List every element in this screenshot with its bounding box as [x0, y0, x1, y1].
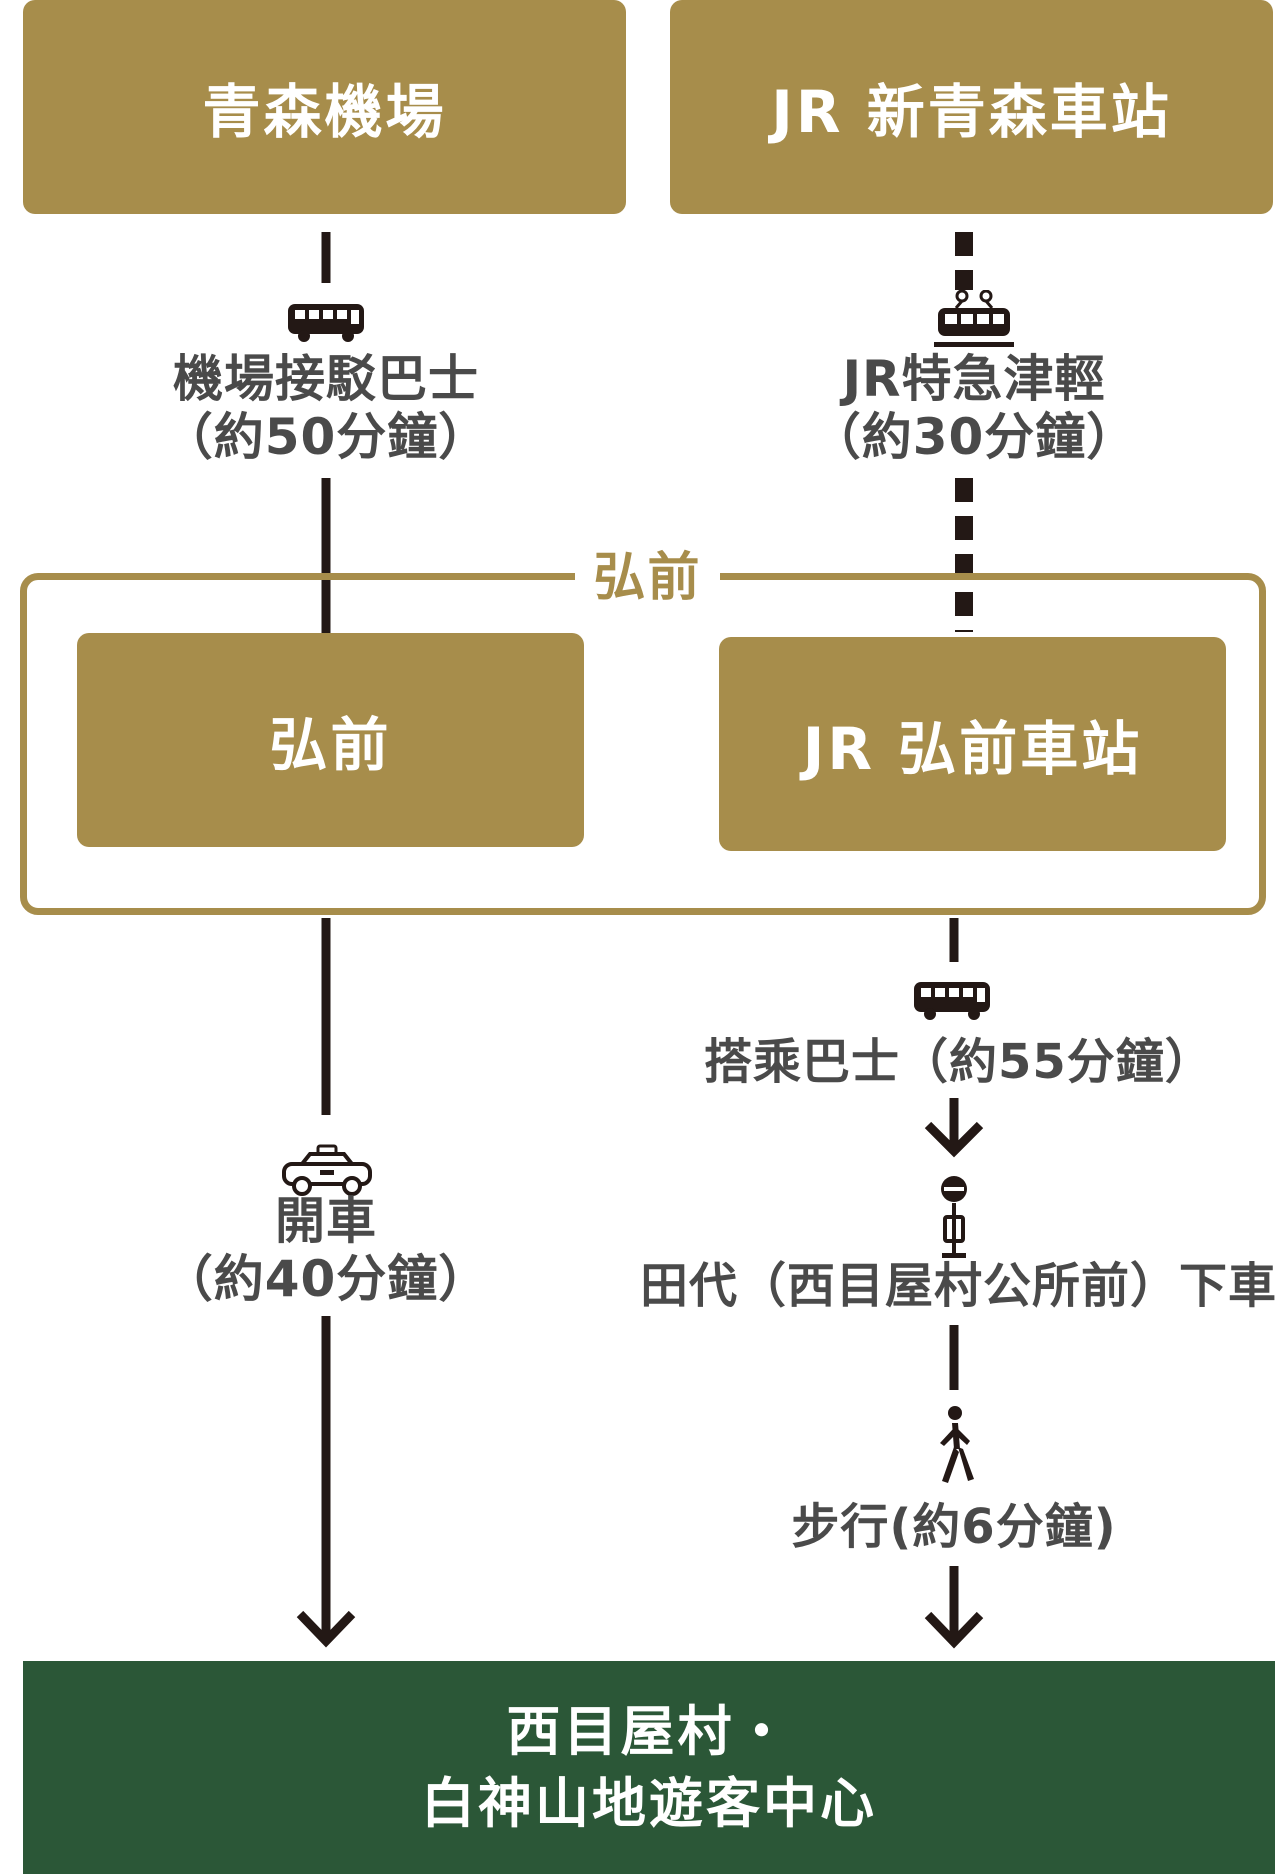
bus-stop-label: 田代（西目屋村公所前）下車 — [640, 1258, 1278, 1314]
hirosaki-area-label: 弘前 — [575, 544, 720, 608]
car-icon — [282, 1144, 372, 1196]
express-train-route: JR特急津輕 （約30分鐘） — [764, 350, 1184, 466]
bus-arrowhead — [924, 1121, 984, 1158]
express-train-mode: JR特急津輕 — [842, 350, 1106, 408]
bus-stop-icon — [941, 1176, 967, 1258]
origin-aomori-airport: 青森機場 — [23, 0, 626, 214]
destination-box: 西目屋村・ 白神山地遊客中心 — [23, 1661, 1275, 1874]
origin-aomori-airport-label: 青森機場 — [202, 78, 447, 146]
walk-arrowhead — [924, 1611, 984, 1649]
car-arrowhead — [296, 1610, 356, 1648]
car-time: （約40分鐘） — [162, 1250, 490, 1308]
destination-line-2: 白神山地遊客中心 — [421, 1771, 877, 1835]
walking-person-icon — [940, 1406, 974, 1483]
origin-shin-aomori-station-label: JR 新青森車站 — [771, 78, 1172, 146]
hirosaki-station-box: JR 弘前車站 — [719, 637, 1226, 851]
train-icon — [934, 290, 1014, 347]
transfer-bus-label: 搭乘巴士（約55分鐘） — [704, 1034, 1214, 1090]
bus-icon — [288, 304, 364, 342]
hirosaki-station-label: JR 弘前車站 — [802, 715, 1143, 783]
hirosaki-city-label: 弘前 — [269, 711, 392, 779]
express-train-time: （約30分鐘） — [810, 408, 1138, 466]
airport-bus-route: 機場接駁巴士 （約50分鐘） — [126, 350, 526, 466]
origin-shin-aomori-station: JR 新青森車站 — [670, 0, 1273, 214]
hirosaki-city-box: 弘前 — [77, 633, 584, 847]
destination-line-1: 西目屋村・ — [506, 1699, 792, 1763]
walk-label: 步行(約6分鐘) — [791, 1499, 1117, 1555]
car-mode: 開車 — [275, 1192, 377, 1250]
airport-bus-time: （約50分鐘） — [162, 408, 490, 466]
bus-icon — [914, 982, 990, 1020]
airport-bus-mode: 機場接駁巴士 — [173, 350, 479, 408]
car-route: 開車 （約40分鐘） — [126, 1192, 526, 1308]
